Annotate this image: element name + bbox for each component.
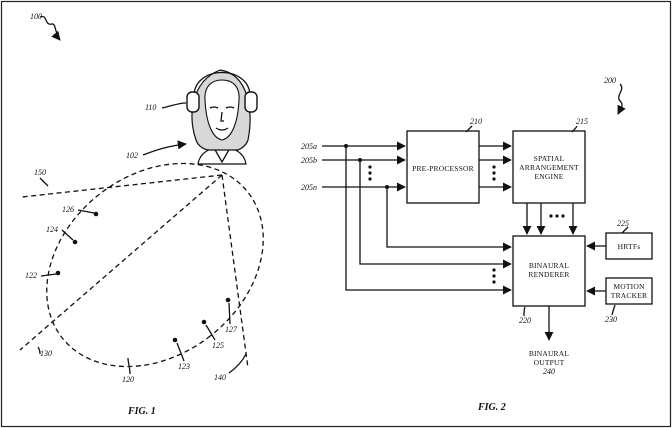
ref-240: 240 <box>543 367 555 376</box>
binaural-renderer-block <box>512 235 586 307</box>
ref-122-leader <box>40 273 57 277</box>
ref-130: 130 <box>40 349 52 358</box>
left-eye <box>209 106 219 109</box>
spatial-label-3: ENGINE <box>534 172 563 181</box>
ref-210-leader <box>465 125 473 133</box>
fig2-diagram: 200 205a 205b 205n PRE-PROCESSOR 210 SPA… <box>301 76 653 413</box>
ref-122: 122 <box>25 271 37 280</box>
ref-127: 127 <box>225 325 238 334</box>
bypass-b-line <box>359 160 512 269</box>
preprocessor-block <box>406 130 480 204</box>
ref-125-leader <box>205 324 216 341</box>
ref-126-leader <box>77 209 95 214</box>
fig1-diagram: 100 110 102 <box>19 12 264 417</box>
input-ellipsis <box>368 165 372 181</box>
ref-100-leader <box>39 15 61 41</box>
ref-120-leader <box>127 357 131 375</box>
point-126 <box>93 211 99 217</box>
input-205n: 205n <box>301 183 317 192</box>
motion-label-2: TRACKER <box>611 291 647 300</box>
pp-sae-ellipsis <box>492 165 496 181</box>
ref-123: 123 <box>178 362 190 371</box>
ref-225-leader <box>621 226 629 234</box>
spatial-arrangement-engine-block <box>512 130 586 204</box>
mouth <box>215 127 229 131</box>
ref-210: 210 <box>470 117 482 126</box>
spatial-label-1: SPATIAL <box>534 154 565 163</box>
ray-150 <box>21 174 223 198</box>
hrtfs-block <box>605 232 653 260</box>
ref-215-leader <box>571 125 578 133</box>
ref-225: 225 <box>617 219 629 228</box>
sound-field-ellipse <box>46 162 264 368</box>
ref-125: 125 <box>212 341 224 350</box>
spatial-label-2: ARRANGEMENT <box>519 163 579 172</box>
bypass-a-line <box>345 146 512 295</box>
bypass-ellipsis <box>492 268 496 284</box>
ray-130 <box>19 174 223 351</box>
ref-230-leader <box>611 304 616 316</box>
ref-102: 102 <box>126 151 138 160</box>
bypass-n-line <box>386 187 512 252</box>
point-124 <box>72 239 78 245</box>
collar <box>213 147 231 164</box>
preprocessor-label: PRE-PROCESSOR <box>412 164 474 173</box>
motion-tracker-block <box>605 277 653 305</box>
ref-120: 120 <box>122 375 134 384</box>
fig2-caption: FIG. 2 <box>477 402 506 413</box>
ref-124: 124 <box>46 225 58 234</box>
ref-220: 220 <box>519 316 531 325</box>
ref-200: 200 <box>604 76 616 85</box>
listener-with-headphones <box>186 69 258 165</box>
ref-124-leader <box>61 229 74 241</box>
ref-127-leader <box>228 302 231 325</box>
right-ear-cup <box>244 91 258 113</box>
ray-140 <box>221 174 249 369</box>
input-205a: 205a <box>301 142 317 151</box>
ref-102-arrow <box>142 140 187 156</box>
headphone-band <box>193 71 251 99</box>
binaural-label-2: RENDERER <box>528 270 569 279</box>
ref-140-leader <box>228 353 247 374</box>
ref-126: 126 <box>62 205 74 214</box>
right-eye <box>225 106 235 109</box>
ref-220-leader <box>523 306 526 317</box>
left-ear-cup <box>186 91 200 113</box>
ref-215: 215 <box>576 117 588 126</box>
output-label-1: BINAURAL <box>529 349 570 358</box>
ref-200-leader <box>617 83 626 115</box>
point-125 <box>201 319 207 325</box>
output-label-2: OUTPUT <box>534 358 565 367</box>
motion-label-1: MOTION <box>613 282 645 291</box>
ref-140: 140 <box>214 373 226 382</box>
listener-face <box>204 79 240 141</box>
ref-110-leader <box>161 102 187 109</box>
hrtfs-label: HRTFs <box>618 242 641 251</box>
ref-150-leader <box>39 177 49 187</box>
ref-230: 230 <box>605 315 617 324</box>
nose <box>220 111 224 122</box>
input-205b: 205b <box>301 156 317 165</box>
ref-100: 100 <box>30 12 42 21</box>
binaural-label-1: BINAURAL <box>529 261 570 270</box>
ref-110: 110 <box>145 103 156 112</box>
point-127 <box>225 297 231 303</box>
ref-123-leader <box>176 342 185 362</box>
ref-150: 150 <box>34 168 46 177</box>
point-122 <box>55 270 61 276</box>
fig1-caption: FIG. 1 <box>127 406 156 417</box>
sae-br-ellipsis <box>549 214 565 218</box>
ref-130-leader <box>37 346 41 355</box>
point-123 <box>172 337 178 343</box>
